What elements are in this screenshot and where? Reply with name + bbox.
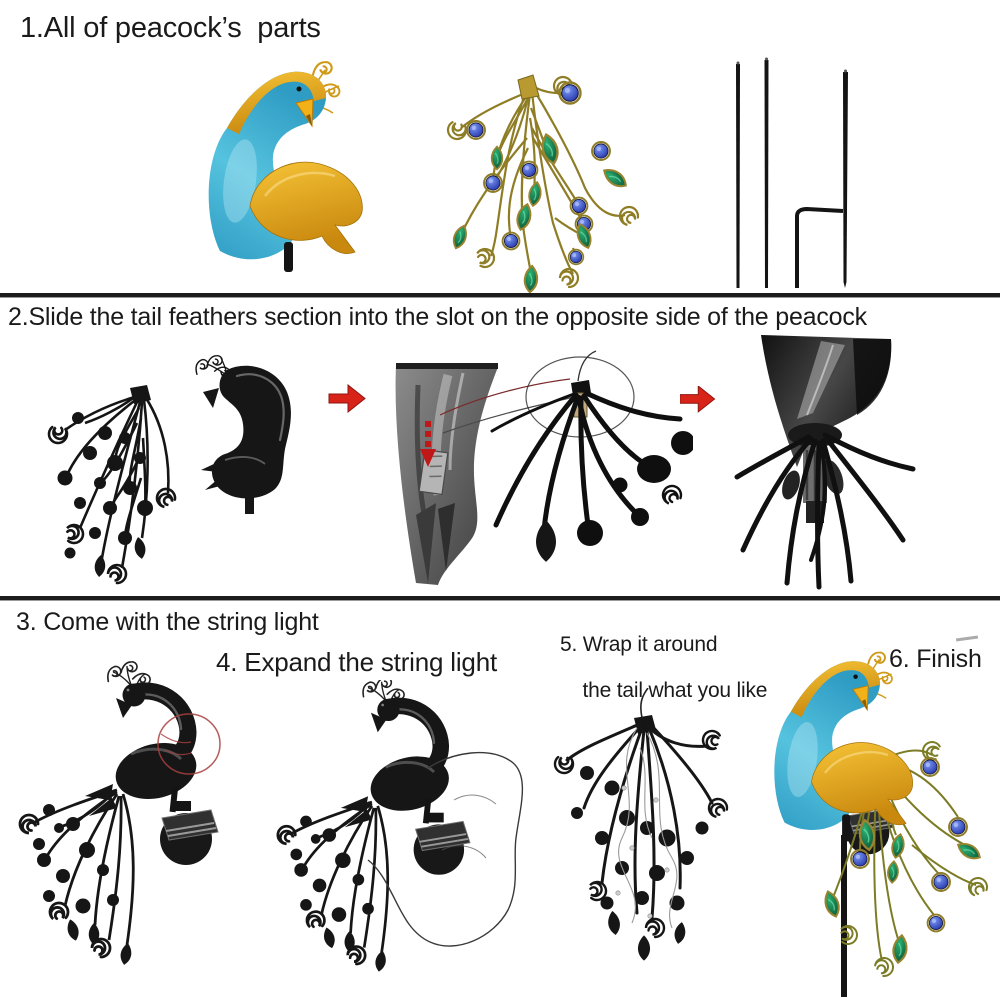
pointer-line <box>640 688 649 719</box>
figure-arrow-right-2 <box>680 386 716 413</box>
stake <box>841 835 847 997</box>
slot-closeup <box>395 363 498 585</box>
figure-peacock-body <box>195 56 367 292</box>
step3-title: 3. Come with the string light <box>16 608 319 636</box>
step5-title: 5. Wrap it around the tail what you like <box>560 633 767 702</box>
figure-arrow-right-1 <box>328 384 366 413</box>
figure-peacock-with-string-light <box>228 680 524 980</box>
section-divider-2 <box>0 596 1000 601</box>
finished-peacock-body <box>774 652 912 841</box>
section-divider-1 <box>0 293 1000 298</box>
step1-title: 1.All of peacock’s parts <box>20 12 321 44</box>
figure-slot-and-connector-detail <box>395 350 693 585</box>
figure-feathers-wrapped-string <box>552 688 730 961</box>
string-light-wrapped <box>618 727 678 929</box>
step6-title: 6. Finish <box>889 645 982 673</box>
step5-line2: the tail what you like <box>582 679 768 702</box>
red-circle-annotation <box>157 713 221 775</box>
figure-ground-stakes <box>736 57 848 288</box>
figure-tail-feathers-jeweled <box>443 73 641 294</box>
string-light-wire <box>367 751 524 947</box>
step2-title: 2.Slide the tail feathers section into t… <box>8 303 867 331</box>
figure-finished-peacock <box>762 635 991 997</box>
step4-title: 4. Expand the string light <box>216 647 497 677</box>
figure-peacock-with-solar-panel <box>15 658 227 970</box>
connector-detail <box>439 350 693 562</box>
figure-assembled-back-view <box>734 335 916 590</box>
step5-line1: 5. Wrap it around <box>560 633 718 656</box>
figure-tail-feathers-black <box>44 385 178 585</box>
figure-peacock-black <box>191 354 291 514</box>
